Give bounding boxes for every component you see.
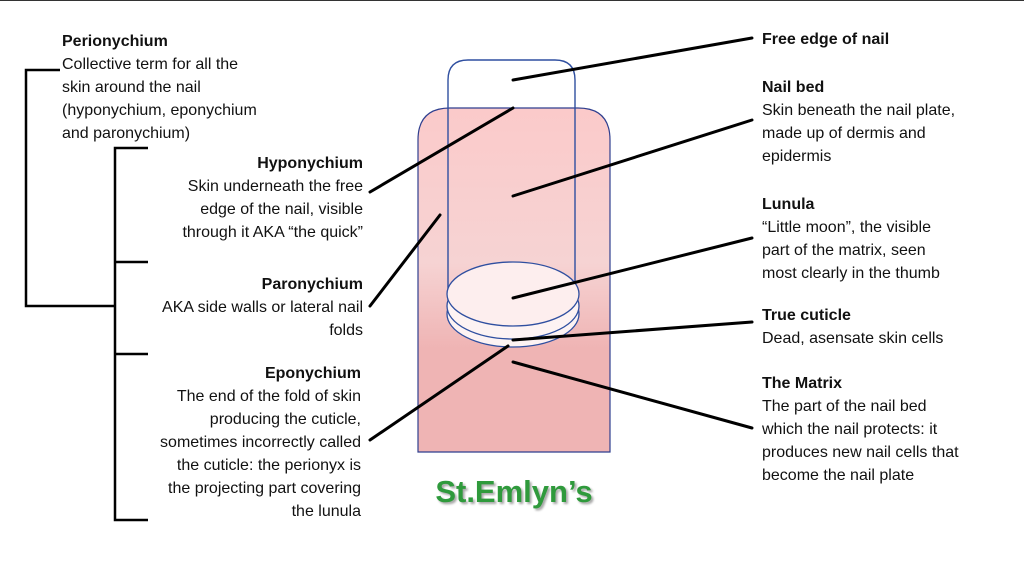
label-line: through it AKA “the quick” <box>182 224 363 241</box>
label-line: epidermis <box>762 148 832 165</box>
label-lunula: Lunula “Little moon”, the visible part o… <box>762 193 1012 285</box>
label-line: the lunula <box>291 503 361 520</box>
leader-true-cuticle <box>511 320 754 342</box>
label-hyponychium: Hyponychium Skin underneath the free edg… <box>130 152 363 244</box>
leader-nail-bed <box>511 118 754 198</box>
top-border <box>0 0 1024 1</box>
label-matrix: The Matrix The part of the nail bed whic… <box>762 372 1017 487</box>
label-line: Dead, asensate skin cells <box>762 330 944 347</box>
label-line: skin around the nail <box>62 79 201 96</box>
label-paronychium: Paronychium AKA side walls or lateral na… <box>110 273 363 342</box>
label-line: Skin underneath the free <box>187 178 363 195</box>
label-title: Hyponychium <box>257 155 363 172</box>
label-title: Lunula <box>762 196 815 213</box>
label-line: “Little moon”, the visible <box>762 219 931 236</box>
label-line: most clearly in the thumb <box>762 265 940 282</box>
label-line: the cuticle: the perionyx is <box>176 457 361 474</box>
label-title: Free edge of nail <box>762 31 890 48</box>
leader-eponychium <box>368 344 510 442</box>
nail-plate-outline <box>447 59 576 300</box>
label-line: Skin beneath the nail plate, <box>762 102 956 119</box>
label-title: Perionychium <box>62 33 168 50</box>
label-title: Nail bed <box>762 79 825 96</box>
label-perionychium: Perionychium Collective term for all the… <box>62 30 302 145</box>
label-true-cuticle: True cuticle Dead, asensate skin cells <box>762 304 1012 350</box>
label-title: Paronychium <box>261 276 363 293</box>
leader-matrix <box>511 360 754 430</box>
label-line: The end of the fold of skin <box>176 388 361 405</box>
leader-paronychium <box>368 213 442 308</box>
label-line: made up of dermis and <box>762 125 926 142</box>
label-title: The Matrix <box>762 375 843 392</box>
label-line: The part of the nail bed <box>762 398 927 415</box>
leader-free-edge <box>511 36 754 82</box>
perionychium-bracket <box>24 68 115 308</box>
label-title: Eponychium <box>264 365 361 382</box>
label-line: become the nail plate <box>762 467 915 484</box>
label-line: folds <box>329 322 363 339</box>
label-line: which the nail protects: it <box>762 421 938 438</box>
label-free-edge: Free edge of nail <box>762 28 1012 51</box>
label-line: produces new nail cells that <box>762 444 959 461</box>
leader-lunula <box>511 236 754 300</box>
label-nail-bed: Nail bed Skin beneath the nail plate, ma… <box>762 76 1012 168</box>
sub-bracket <box>113 146 148 522</box>
label-line: AKA side walls or lateral nail <box>162 299 363 316</box>
label-title: True cuticle <box>762 307 851 324</box>
label-line: producing the cuticle, <box>209 411 361 428</box>
label-line: Collective term for all the <box>62 56 239 73</box>
label-line: (hyponychium, eponychium <box>62 102 257 119</box>
label-line: and paronychium) <box>62 125 191 142</box>
label-line: the projecting part covering <box>168 480 361 497</box>
label-line: part of the matrix, seen <box>762 242 926 259</box>
leader-hyponychium <box>368 106 515 194</box>
lunula-shape <box>446 261 580 327</box>
label-line: sometimes incorrectly called <box>160 434 361 451</box>
label-eponychium: Eponychium The end of the fold of skin p… <box>120 362 361 523</box>
label-line: edge of the nail, visible <box>200 201 363 218</box>
brand-logo-text: St.Emlyn’s <box>435 474 593 509</box>
